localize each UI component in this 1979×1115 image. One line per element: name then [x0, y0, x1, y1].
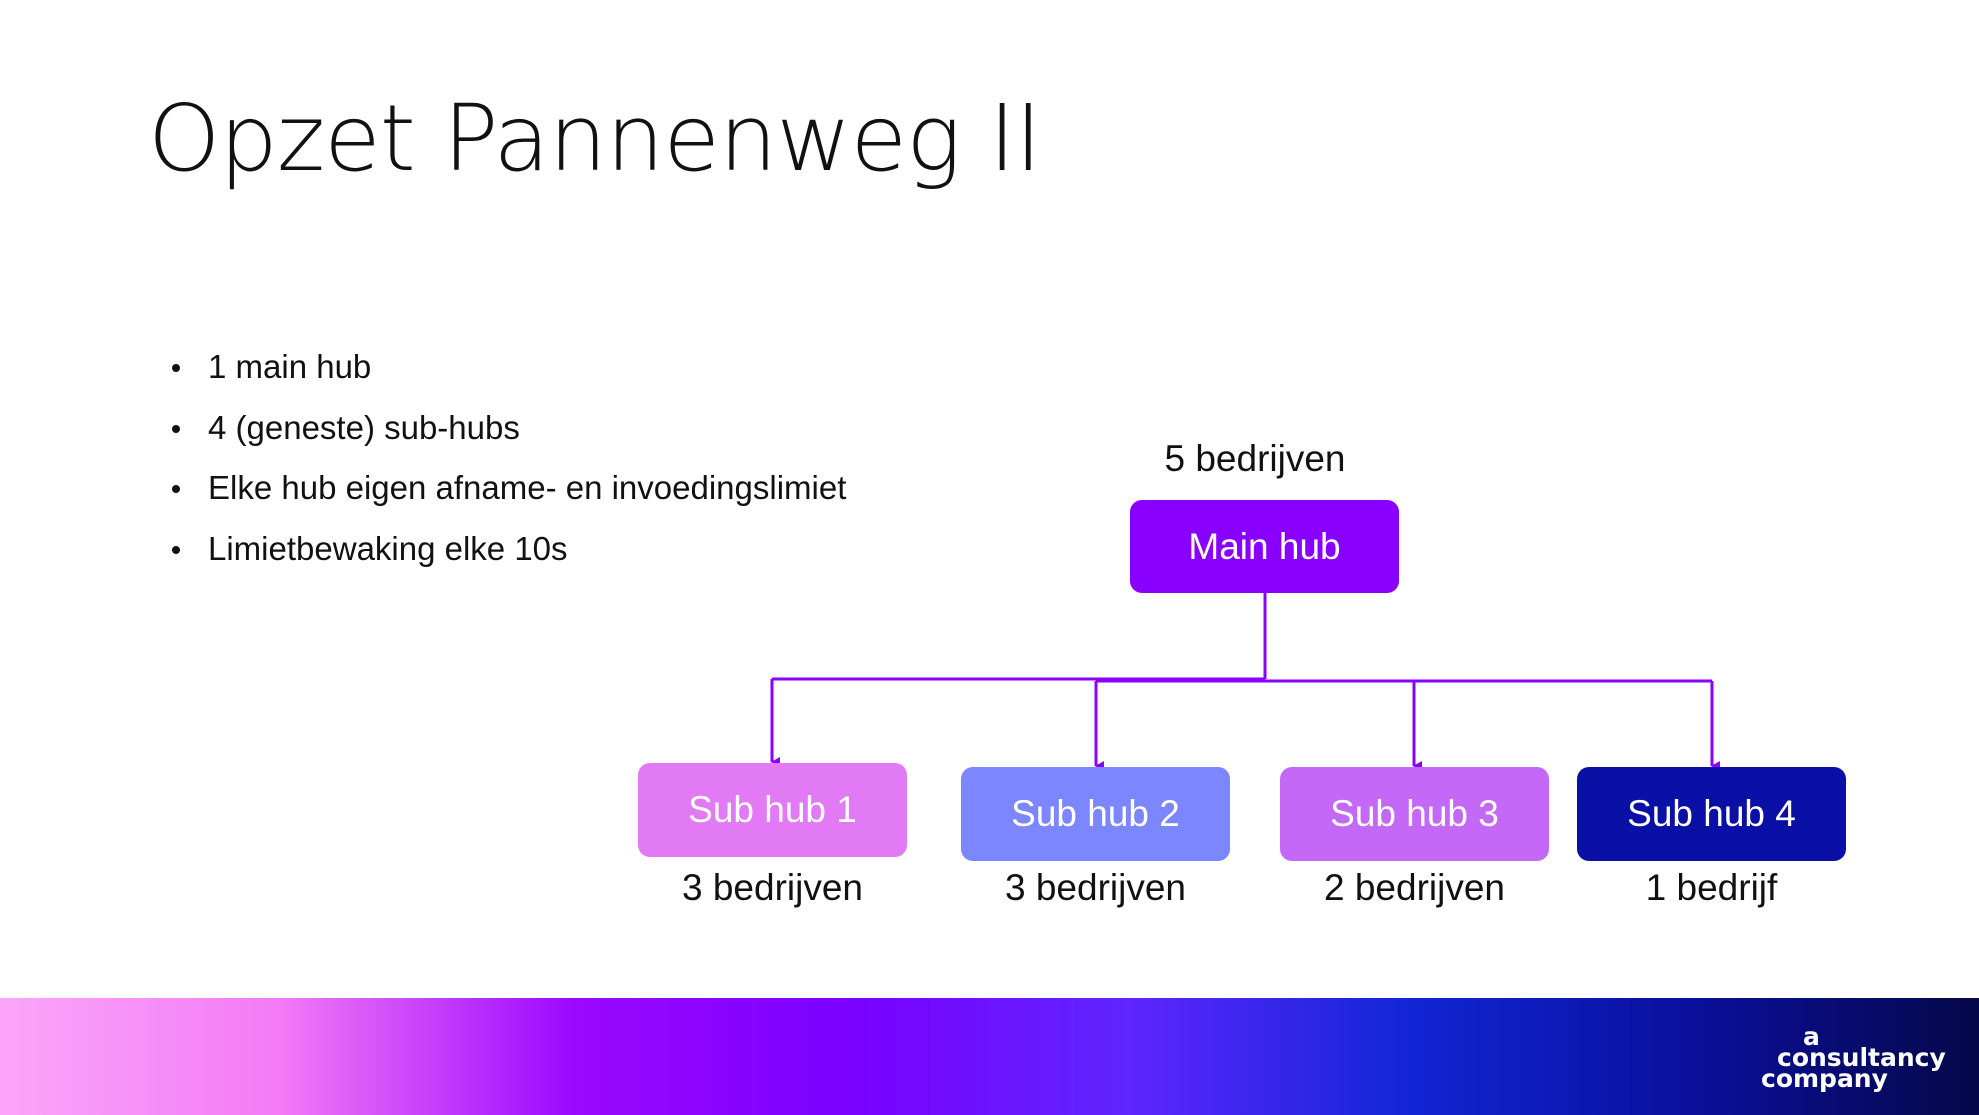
sub-hub-1-count: 3 bedrijven	[681, 867, 863, 908]
bullet-list: 1 main hub 4 (geneste) sub-hubs Elke hub…	[168, 340, 846, 582]
bullet-item: Elke hub eigen afname- en invoedingslimi…	[168, 461, 846, 522]
sub-hub-3-count: 2 bedrijven	[1323, 867, 1505, 908]
sub-hub-4-box: Sub hub 4	[1577, 767, 1846, 861]
sub-hub-2-box: Sub hub 2	[961, 767, 1230, 861]
logo-line: a	[1803, 1022, 1820, 1051]
bullet-text: Limietbewaking elke 10s	[208, 529, 568, 567]
bullet-text: 4 (geneste) sub-hubs	[208, 408, 520, 446]
bullet-dot-icon	[172, 545, 180, 554]
logo-line: company	[1761, 1064, 1888, 1093]
bullet-item: 4 (geneste) sub-hubs	[168, 401, 846, 462]
footer-gradient-bar	[0, 998, 1979, 1115]
sub-hub-label: Sub hub 2	[1011, 793, 1180, 834]
main-hub-box: Main hub	[1130, 500, 1399, 593]
bullet-item: 1 main hub	[168, 340, 846, 401]
bullet-text: Elke hub eigen afname- en invoedingslimi…	[208, 469, 847, 506]
main-hub-label: Main hub	[1188, 525, 1341, 567]
bullet-text: 1 main hub	[208, 348, 372, 385]
sub-hub-label: Sub hub 3	[1330, 793, 1499, 834]
sub-hub-2-count: 3 bedrijven	[1004, 867, 1186, 908]
logo-line: consultancy	[1777, 1043, 1946, 1072]
company-logo: a consultancy company	[1761, 1022, 1951, 1093]
sub-hub-label: Sub hub 1	[688, 789, 857, 830]
sub-hub-4-count: 1 bedrijf	[1645, 867, 1778, 908]
bullet-dot-icon	[172, 424, 180, 433]
slide-title: Opzet Pannenweg II	[148, 85, 1042, 192]
bullet-dot-icon	[172, 485, 180, 493]
sub-hub-3-box: Sub hub 3	[1280, 767, 1549, 861]
sub-hub-label: Sub hub 4	[1627, 793, 1796, 834]
bullet-item: Limietbewaking elke 10s	[168, 522, 846, 583]
sub-hub-1-box: Sub hub 1	[638, 763, 907, 857]
main-hub-count: 5 bedrijven	[1164, 438, 1346, 479]
bullet-dot-icon	[172, 364, 180, 372]
